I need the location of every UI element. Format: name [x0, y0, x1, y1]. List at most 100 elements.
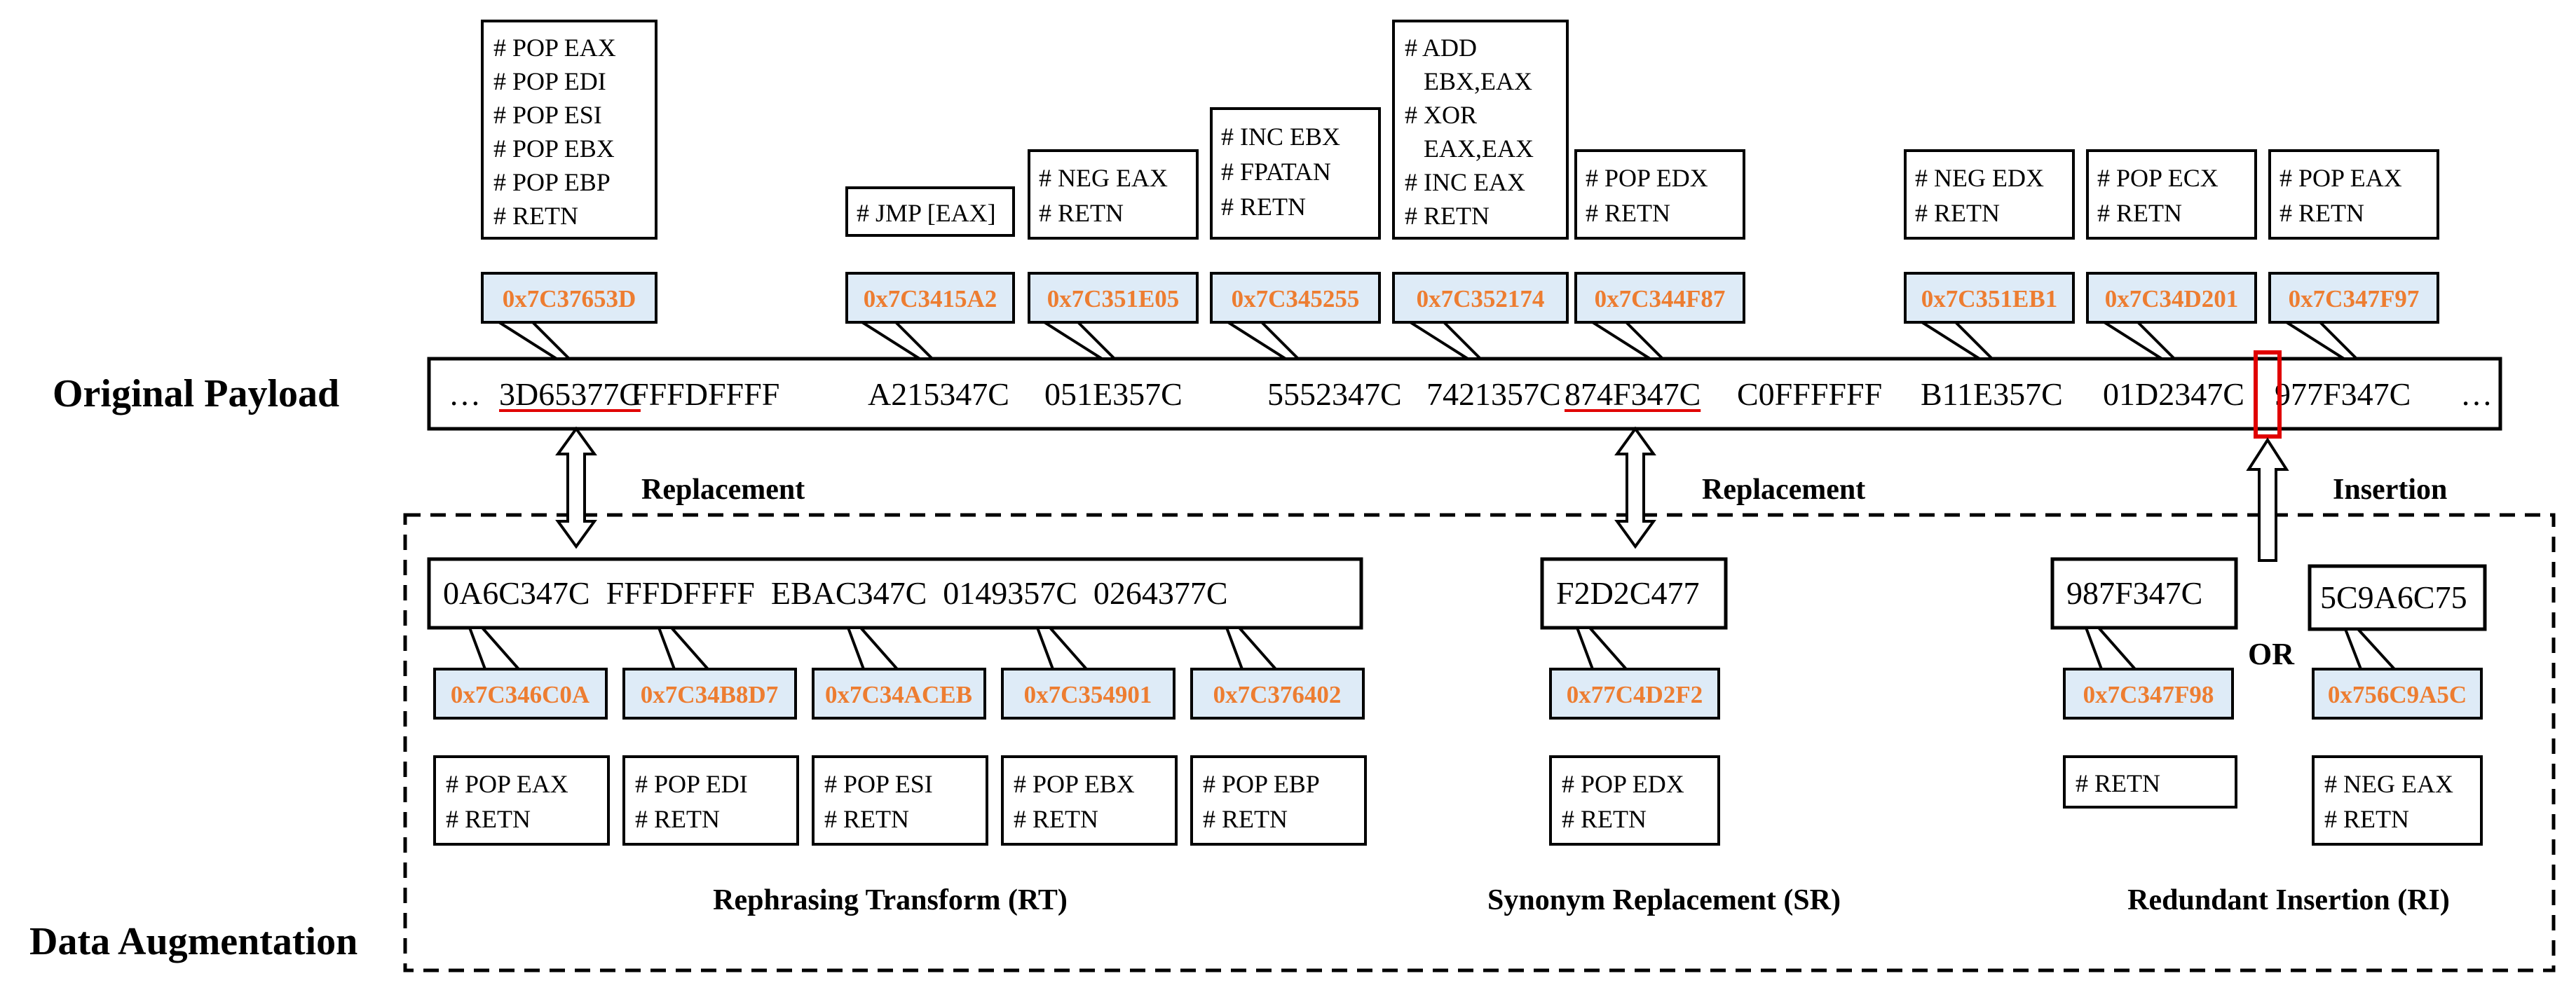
pointer	[2282, 321, 2360, 360]
instr-line: # POP ECX	[2097, 164, 2219, 192]
rt-gadget-4-instructions	[1190, 755, 1367, 846]
top-gadget-6-address	[1904, 272, 2075, 324]
ri-section: 987F347C 0x7C347F98 # RETN OR 5C9A6C75 0…	[2050, 557, 2487, 916]
address-label: 0x7C346C0A	[451, 681, 590, 708]
ri-option-0-instructions	[2063, 755, 2237, 809]
payload-ellipsis-left: …	[449, 376, 481, 412]
pointer	[1917, 321, 1996, 360]
ri-option-1-sequence-box	[2308, 564, 2487, 631]
instr-line: # RETN	[2279, 199, 2364, 227]
instr-line: # POP EAX	[446, 770, 568, 798]
instr-line: # ADD	[1405, 34, 1477, 62]
sr-sequence-box	[1540, 557, 1728, 630]
instr-line: # POP EDX	[1586, 164, 1708, 192]
payload-token: FFFDFFFF	[631, 376, 779, 412]
instr-line: # RETN	[493, 202, 578, 230]
top-gadget-3-address	[1210, 272, 1381, 324]
pointer	[2099, 321, 2178, 360]
instr-line: # FPATAN	[1221, 158, 1331, 186]
pointer	[468, 626, 522, 671]
top-gadget-2-instructions	[1028, 149, 1199, 240]
rt-gadget-4-address	[1190, 668, 1365, 720]
instr-line: # NEG EAX	[2324, 770, 2453, 798]
instr-line: # RETN	[1562, 805, 1647, 833]
pointer	[657, 626, 711, 671]
address-label: 0x7C34ACEB	[825, 681, 972, 708]
top-gadget-3-instructions	[1210, 107, 1381, 240]
instr-line: # POP EBX	[493, 135, 615, 163]
rt-section: 0A6C347C FFFDFFFF EBAC347C 0149357C 0264…	[427, 557, 1367, 916]
top-gadget-7-instructions	[2086, 149, 2257, 240]
payload-token: 5552347C	[1267, 376, 1402, 412]
top-gadget-8-instructions	[2268, 149, 2439, 240]
sr-gadget-instructions	[1549, 755, 1720, 846]
pointer	[1040, 321, 1118, 360]
instr-line: # RETN	[1203, 805, 1288, 833]
insertion-arrow	[2246, 437, 2289, 562]
payload-token: 051E357C	[1044, 376, 1183, 412]
instr-line: # RETN	[635, 805, 720, 833]
instr-line: # INC EBX	[1221, 123, 1340, 151]
sr-section: F2D2C477 0x77C4D2F2 # POP EDX # RETN Syn…	[1487, 557, 1841, 916]
top-gadget-7-address	[2086, 272, 2257, 324]
sr-gadget-address	[1549, 668, 1720, 720]
instr-line: # NEG EDX	[1915, 164, 2044, 192]
insertion-label: Insertion	[2333, 474, 2447, 506]
pointer	[2084, 626, 2139, 671]
payload-token: 977F347C	[2275, 376, 2411, 412]
top-gadget-6-instructions	[1904, 149, 2075, 240]
instr-line: # POP EDI	[493, 67, 606, 95]
instr-line: # RETN	[2076, 769, 2160, 797]
address-label: 0x77C4D2F2	[1567, 681, 1703, 708]
payload-token: A215347C	[868, 376, 1009, 412]
insertion-marker	[2254, 350, 2282, 439]
or-label: OR	[2248, 637, 2295, 671]
top-gadget-5-address	[1574, 272, 1745, 324]
data-augmentation-label: Data Augmentation	[29, 920, 357, 963]
rt-gadget-3-instructions	[1001, 755, 1178, 846]
replacement-arrow-mid	[1614, 426, 1656, 549]
address-label: 0x7C347F98	[2083, 681, 2214, 708]
payload-token: B11E357C	[1921, 376, 2063, 412]
address-label: 0x7C352174	[1417, 285, 1545, 312]
original-payload-box	[427, 357, 2502, 431]
address-label: 0x7C354901	[1024, 681, 1152, 708]
pointer	[857, 321, 936, 360]
instr-line: # XOR	[1405, 101, 1477, 129]
instr-line: # RETN	[1915, 199, 2000, 227]
top-gadget-2-address	[1028, 272, 1199, 324]
instr-line: # POP EDX	[1562, 770, 1684, 798]
ri-caption: Redundant Insertion (RI)	[2127, 884, 2450, 916]
payload-token: 7421357C	[1426, 376, 1561, 412]
rt-gadget-1-instructions	[622, 755, 799, 846]
address-label: 0x7C345255	[1232, 285, 1360, 312]
top-gadget-4-address	[1392, 272, 1569, 324]
instr-line: # POP EBP	[493, 168, 611, 196]
ri-option-0-sequence-box	[2050, 557, 2238, 630]
replacement-arrow-left	[555, 426, 597, 549]
address-label: 0x7C37653D	[503, 285, 636, 312]
ri-option-1-sequence: 5C9A6C75	[2320, 579, 2467, 615]
top-gadget-0-address	[481, 272, 657, 324]
address-label: 0x7C347F97	[2289, 285, 2420, 312]
address-label: 0x7C351E05	[1047, 285, 1180, 312]
payload-token: 3D65377C	[499, 376, 641, 412]
top-gadget-5-instructions	[1574, 149, 1745, 240]
address-label: 0x7C344F87	[1595, 285, 1726, 312]
sr-sequence: F2D2C477	[1556, 575, 1699, 611]
ri-option-0-sequence: 987F347C	[2066, 575, 2202, 611]
instr-line: # INC EAX	[1405, 168, 1525, 196]
address-label: 0x7C34D201	[2105, 285, 2239, 312]
instr-line: # RETN	[1014, 805, 1098, 833]
address-label: 0x7C351EB1	[1921, 285, 2057, 312]
rt-gadget-3-address	[1001, 668, 1175, 720]
top-gadget-0-instructions	[481, 20, 657, 240]
instr-line: # RETN	[2097, 199, 2182, 227]
instr-line: # POP ESI	[824, 770, 933, 798]
instr-line: # RETN	[446, 805, 531, 833]
top-gadgets: # POP EAX # POP EDI # POP ESI # POP EBX …	[481, 20, 2439, 360]
sr-caption: Synonym Replacement (SR)	[1487, 884, 1841, 916]
address-label: 0x756C9A5C	[2328, 681, 2467, 708]
rt-sequence-box	[427, 557, 1363, 630]
